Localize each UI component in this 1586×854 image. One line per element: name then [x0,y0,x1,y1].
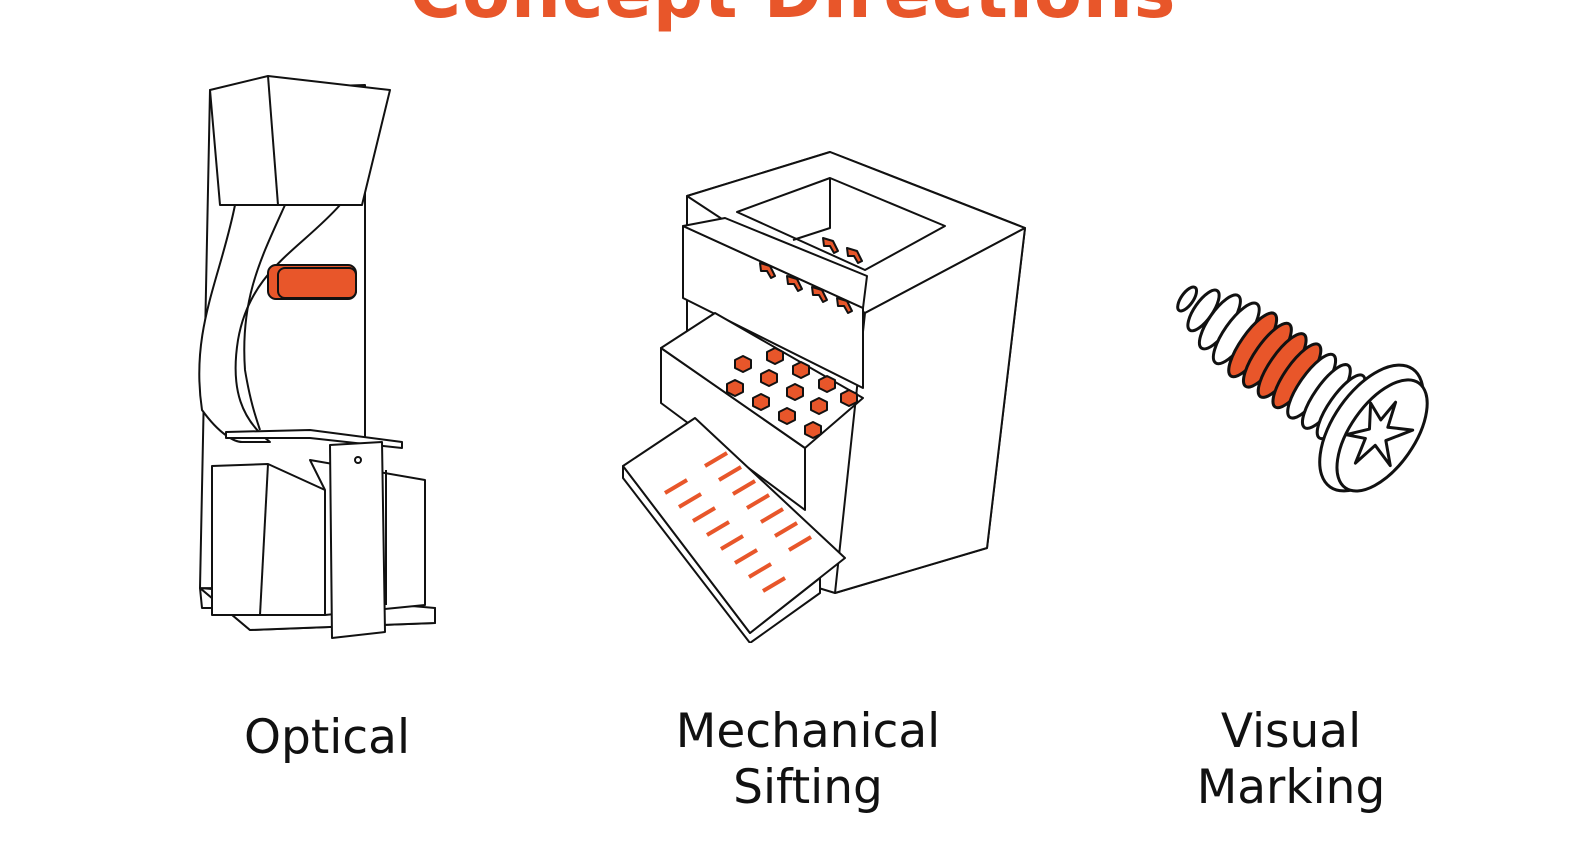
label-line: Sifting [733,760,883,815]
page-title: Concept Directions [0,0,1586,28]
concept-label-mechanical-sifting: Mechanical Sifting [598,704,1018,816]
label-line: Visual [1220,704,1362,759]
concept-label-visual-marking: Visual Marking [1081,704,1501,816]
mechanical-sifter-illustration [622,151,1026,643]
label-line: Marking [1196,760,1386,815]
marked-screw-illustration [1176,285,1429,493]
concept-label-optical: Optical [117,710,537,766]
optical-sorter-illustration [198,75,436,639]
label-line: Mechanical [675,704,941,759]
label-line: Optical [243,710,410,765]
